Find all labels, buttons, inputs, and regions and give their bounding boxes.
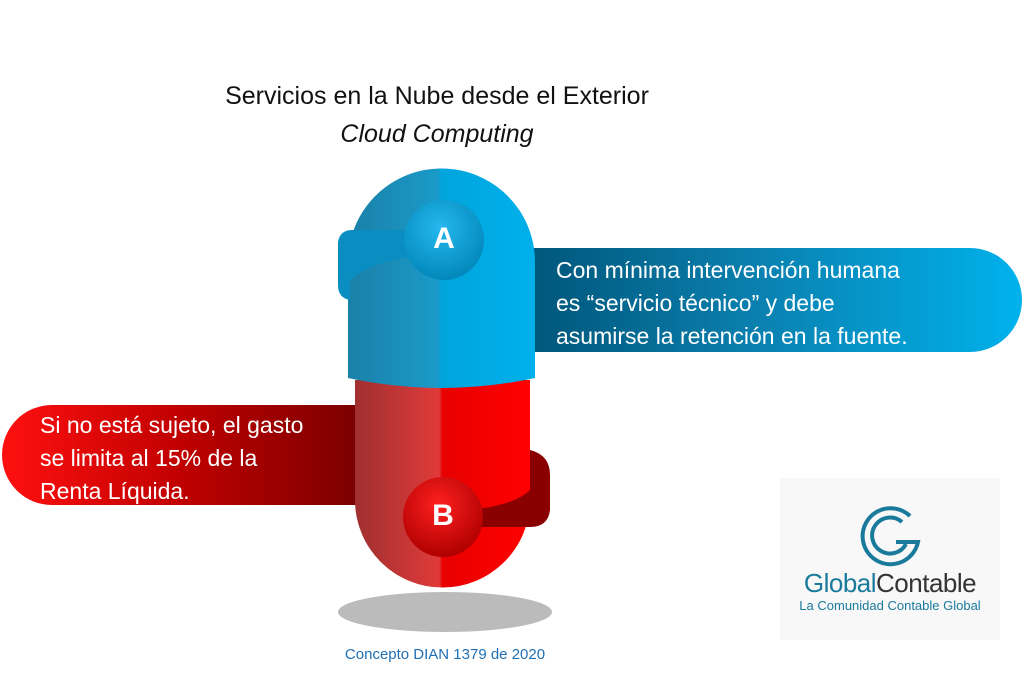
global-contable-logo: GlobalContable La Comunidad Contable Glo… [780, 478, 1000, 640]
label-a: A [433, 222, 455, 255]
item-a-line: asumirse la retención en la fuente. [556, 323, 908, 349]
logo-tagline: La Comunidad Contable Global [799, 598, 981, 613]
logo-g-icon [860, 506, 921, 567]
item-b-line: se limita al 15% de la [40, 445, 258, 471]
item-a-text: Con mínima intervención humana es “servi… [556, 254, 908, 353]
pill-shadow [338, 592, 552, 632]
item-b-line: Si no está sujeto, el gasto [40, 412, 304, 438]
red-band [470, 450, 550, 527]
logo-name-global: Global [803, 568, 877, 598]
banner-a [530, 248, 1022, 352]
blue-band [338, 230, 420, 300]
item-b-text: Si no está sujeto, el gasto se limita al… [40, 409, 303, 508]
item-b-line: Renta Líquida. [40, 478, 190, 504]
logo-name-contable: Contable [876, 568, 977, 598]
circle-a [404, 200, 484, 280]
label-b: B [432, 499, 454, 532]
logo-name: GlobalContable [780, 568, 1000, 599]
banner-b [2, 405, 360, 505]
title-line-2: Cloud Computing [340, 120, 534, 148]
item-a-line: Con mínima intervención humana [556, 257, 900, 283]
circle-b [403, 477, 483, 557]
title-line-1: Servicios en la Nube desde el Exterior [225, 82, 649, 110]
footnote: Concepto DIAN 1379 de 2020 [344, 646, 546, 663]
item-a-line: es “servicio técnico” y debe [556, 290, 835, 316]
